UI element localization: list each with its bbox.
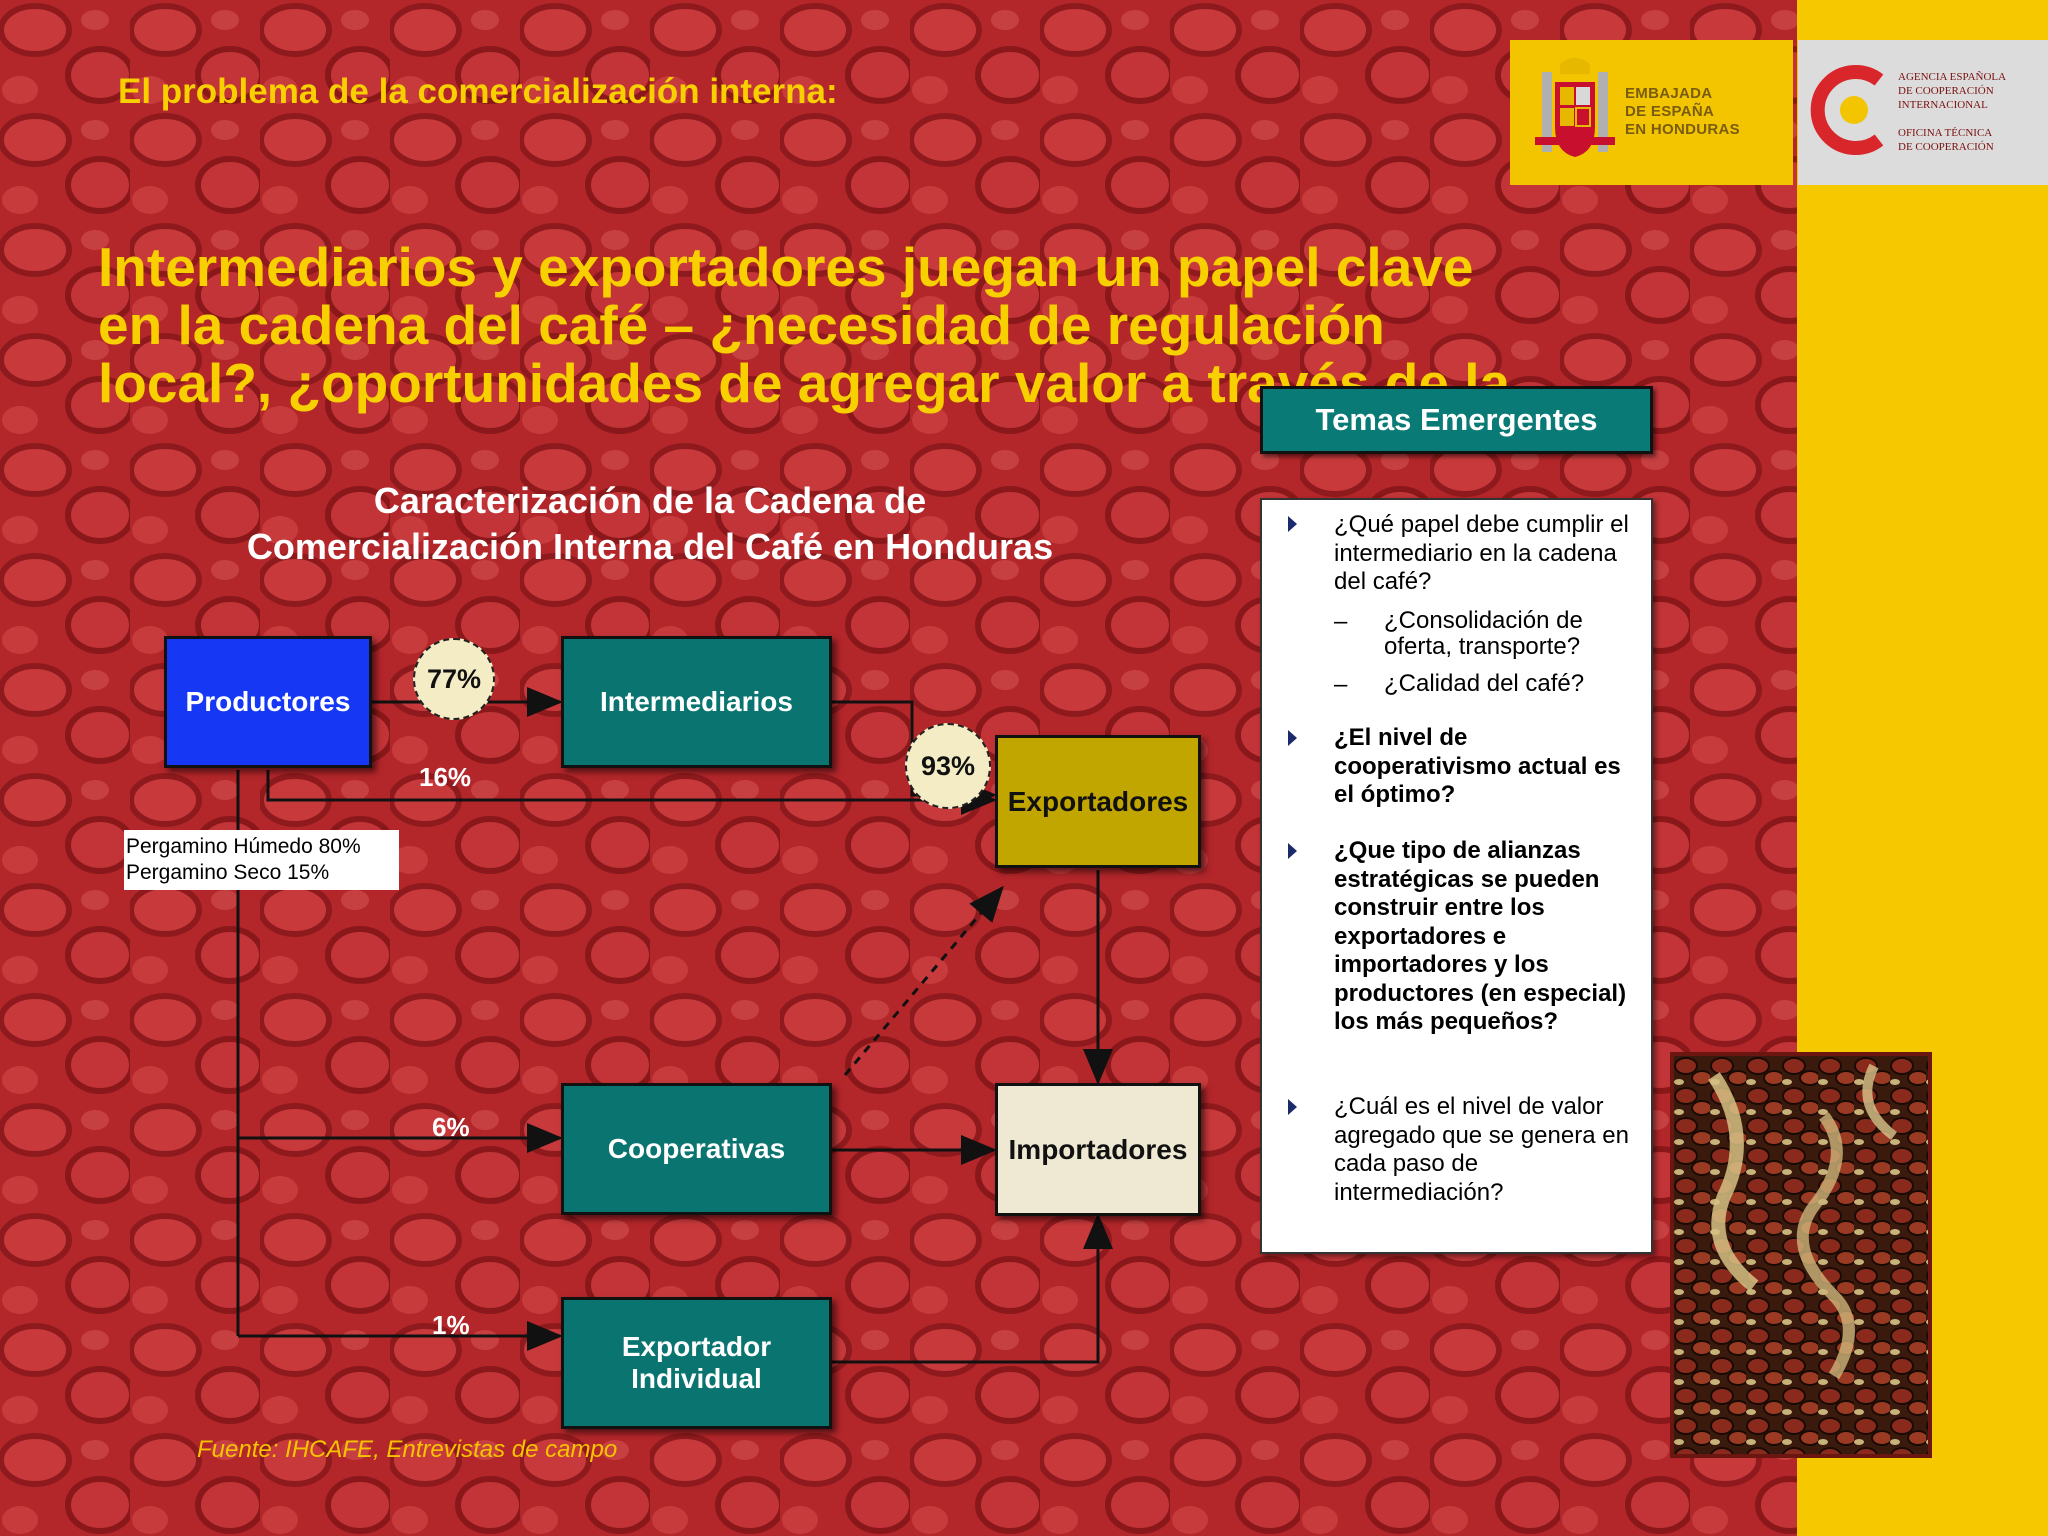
coffee-beans-photo	[1670, 1052, 1932, 1458]
source-citation: Fuente: IHCAFE, Entrevistas de campo	[197, 1436, 618, 1463]
arrow-productores-exportadores	[266, 770, 997, 815]
spain-coat-of-arms-icon	[1535, 58, 1615, 157]
question-1: ¿Qué papel debe cumplir el intermediario…	[1334, 511, 1629, 595]
pct-label-6: 6%	[432, 1112, 470, 1142]
node-intermediarios: Intermediarios	[561, 636, 832, 768]
logos-band: EMBAJADA DE ESPAÑA EN HONDURAS AGENCIA E…	[1510, 40, 2048, 185]
node-importadores: Importadores	[995, 1083, 1201, 1216]
arrow-exportador-individual-importadores	[832, 1213, 1113, 1364]
aecid-c-icon	[1810, 65, 1884, 155]
embassy-label: EMBAJADA DE ESPAÑA EN HONDURAS	[1625, 85, 1740, 138]
pct-label-1: 1%	[432, 1310, 470, 1340]
sub-dash-1: –	[1334, 608, 1348, 635]
question-1-sub-2: ¿Calidad del café?	[1384, 670, 1585, 697]
dashed-arrow-cooperativas-exportadores	[843, 885, 1004, 1076]
section-title: El problema de la comercialización inter…	[118, 72, 838, 111]
bullet-arrow-icon	[1288, 1099, 1297, 1115]
diagram-title: Caracterización de la Cadena de Comercia…	[246, 480, 1054, 567]
node-productores: Productores	[164, 636, 372, 768]
aecid-label: AGENCIA ESPAÑOLA DE COOPERACIÓN INTERNAC…	[1898, 71, 2007, 153]
pct-circle-93: 93%	[905, 723, 991, 809]
sub-dash-2: –	[1334, 671, 1348, 698]
bullet-arrow-icon	[1288, 730, 1297, 746]
pct-circle-77: 77%	[413, 638, 495, 720]
question-2: ¿El nivel de cooperativismo actual es el…	[1334, 724, 1621, 808]
pergamino-note: Pergamino Húmedo 80% Pergamino Seco 15%	[124, 830, 399, 890]
embassy-logo: EMBAJADA DE ESPAÑA EN HONDURAS	[1510, 40, 1793, 185]
bullet-arrow-icon	[1288, 843, 1297, 859]
node-cooperativas: Cooperativas	[561, 1083, 832, 1215]
question-1-sub-1: ¿Consolidación de oferta, transporte?	[1384, 607, 1583, 660]
node-exportadores: Exportadores	[995, 735, 1201, 868]
question-4: ¿Cuál es el nivel de valor agregado que …	[1334, 1093, 1629, 1206]
temas-emergentes-panel	[1260, 498, 1653, 1254]
node-exportador-individual: Exportador Individual	[561, 1297, 832, 1429]
question-3: ¿Que tipo de alianzas estratégicas se pu…	[1334, 837, 1627, 1035]
page-headline: Intermediarios y exportadores juegan un …	[98, 236, 1511, 414]
pct-label-16: 16%	[419, 762, 472, 792]
aecid-logo: AGENCIA ESPAÑOLA DE COOPERACIÓN INTERNAC…	[1798, 40, 2048, 185]
bullet-arrow-icon	[1288, 516, 1297, 532]
temas-emergentes-header: Temas Emergentes	[1260, 386, 1653, 454]
